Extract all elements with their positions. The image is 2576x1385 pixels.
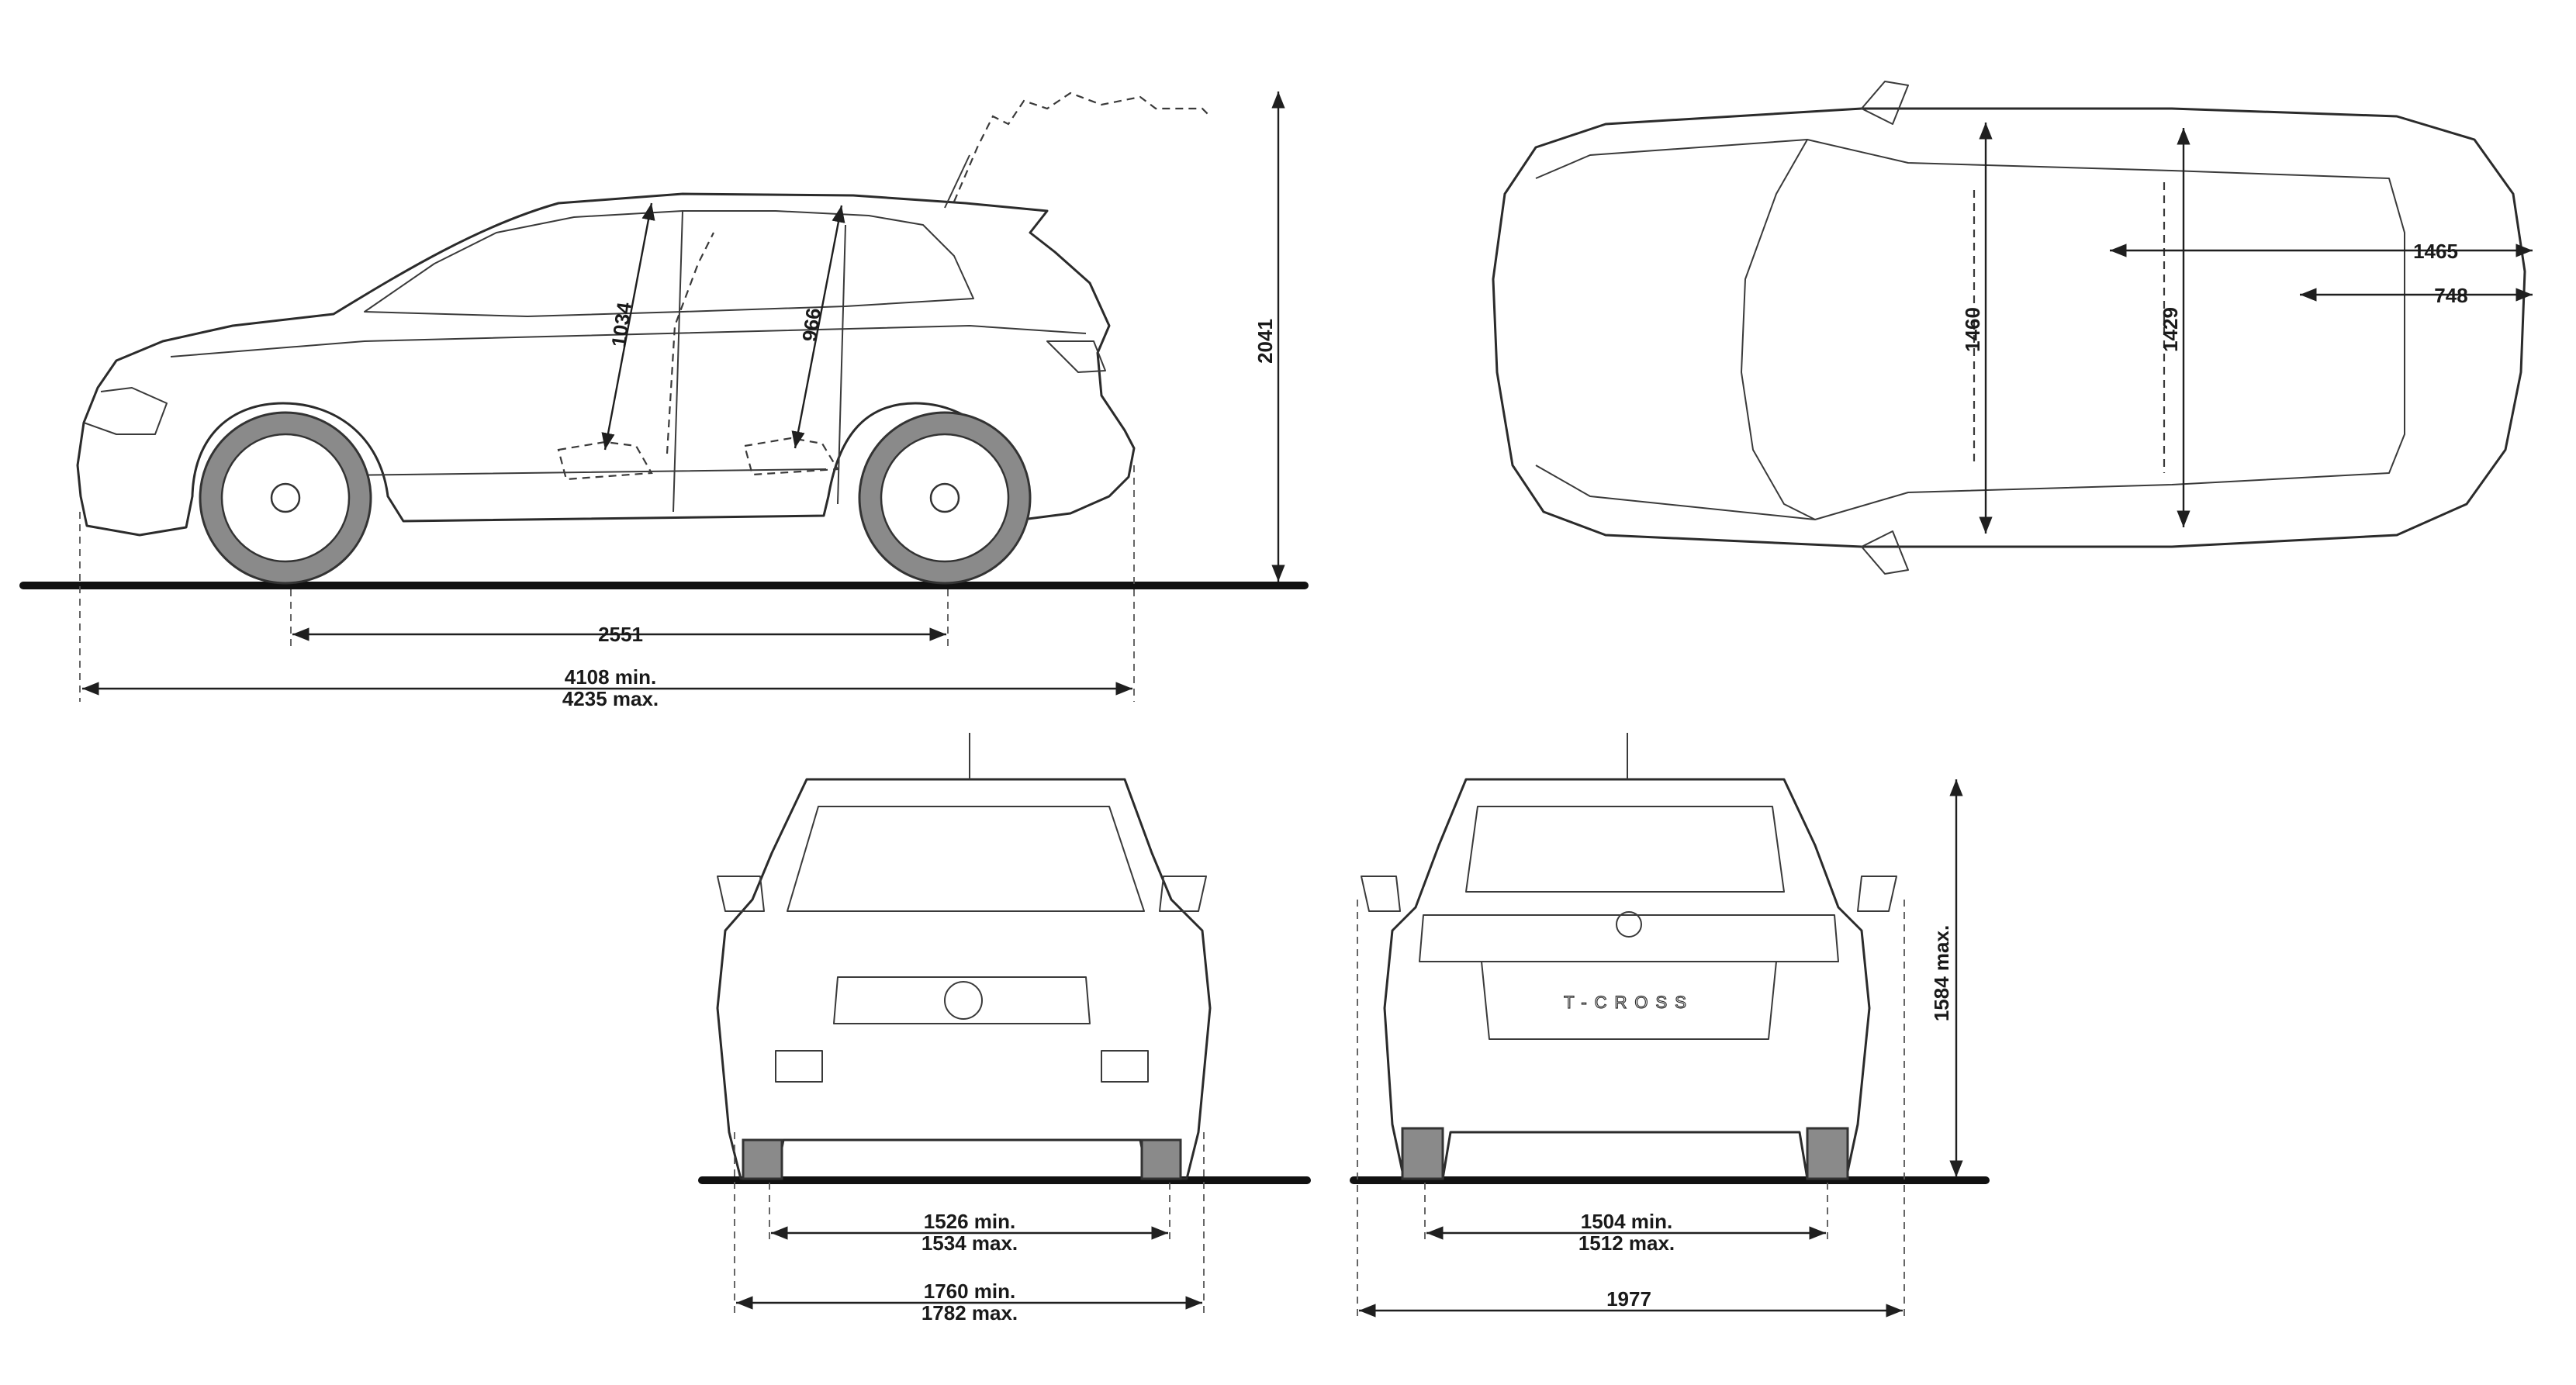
top-body-outline: [1492, 107, 2526, 548]
length-min-label: 4108 min.: [565, 665, 657, 689]
t-cross-badge: T-CROSS: [1564, 993, 1694, 1012]
side-body-outline: [76, 192, 1136, 537]
front-seat-outline: [557, 440, 653, 481]
tailgate-panel: [1481, 961, 1777, 1040]
vw-logo-rear: [1616, 911, 1642, 938]
top-seat-dashes: [1973, 182, 2166, 473]
height-label: 2041: [1253, 319, 1277, 364]
open-tailgate-outline: [953, 92, 1211, 202]
side-view: 1034 966 2041 2551 4108 min. 4235 max.: [19, 91, 1309, 710]
front-view: 1526 min. 1534 max. 1760 min. 1782 max.: [698, 733, 1311, 1325]
fog-lights: [775, 1050, 1149, 1083]
front-left-tyre: [742, 1138, 783, 1180]
front-wheel: [199, 411, 372, 585]
rear-right-tyre: [1806, 1127, 1849, 1180]
rear-light-bar: [1419, 914, 1839, 962]
rear-seat-outline: [743, 437, 839, 476]
front-width-min-label: 1760 min.: [924, 1280, 1016, 1303]
rear-track-min-label: 1504 min.: [1581, 1210, 1673, 1233]
headroom-rear-label: 966: [797, 306, 825, 343]
rear-window: [1465, 806, 1785, 893]
vw-logo-front: [944, 981, 983, 1020]
c-pillar: [837, 224, 846, 505]
shoulder-width-rear-label: 1429: [2159, 307, 2182, 352]
headroom-rear-line: [791, 205, 845, 449]
top-view: 1465 748 1460 1429: [1492, 81, 2533, 575]
b-pillar: [673, 210, 683, 513]
front-seat-back: [666, 232, 714, 454]
front-track-max-label: 1534 max.: [921, 1231, 1018, 1255]
top-glasshouse: [1741, 139, 2405, 520]
front-body-outline: [716, 778, 1212, 1180]
wheelbase-label: 2551: [598, 623, 643, 646]
rear-view: T-CROSS 1504 min. 1512 max. 1977 1584 ma…: [1350, 733, 1990, 1318]
roof-antenna: [944, 154, 970, 209]
rear-width-label: 1977: [1606, 1287, 1651, 1311]
side-window-line: [364, 210, 974, 317]
front-right-tyre: [1140, 1138, 1182, 1180]
front-grille: [833, 976, 1091, 1024]
headroom-front-label: 1034: [607, 300, 636, 348]
front-track-min-label: 1526 min.: [924, 1210, 1016, 1233]
headlight: [83, 387, 168, 435]
right-mirror: [1861, 530, 1909, 575]
headroom-front-line: [601, 202, 655, 451]
taillight: [1046, 340, 1106, 373]
shoulder-width-front-label: 1460: [1961, 307, 1984, 352]
length-max-label: 4235 max.: [562, 687, 659, 710]
rear-left-tyre: [1401, 1127, 1444, 1180]
top-hood-lines: [1535, 139, 1816, 520]
front-width-max-label: 1782 max.: [921, 1301, 1018, 1325]
cargo-length-label-1: 1465: [2413, 240, 2458, 263]
rear-body-outline: [1383, 778, 1871, 1180]
rear-mirrors: [1361, 876, 1897, 912]
vehicle-height-label: 1584 max.: [1930, 925, 1953, 1021]
left-mirror: [1861, 81, 1909, 125]
rear-track-max-label: 1512 max.: [1578, 1231, 1675, 1255]
front-mirrors: [717, 876, 1207, 912]
rear-wheel: [858, 411, 1032, 585]
front-windshield: [787, 806, 1145, 912]
cargo-length-label-2: 748: [2434, 284, 2467, 307]
shoulder-line: [170, 325, 1087, 357]
